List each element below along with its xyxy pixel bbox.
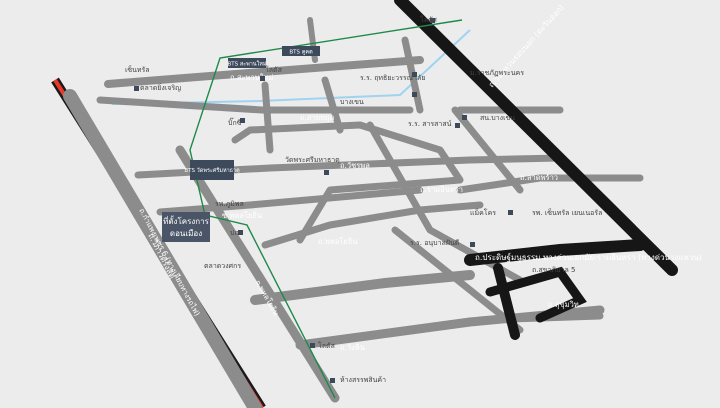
poi-university: ม.ราชภัฏพระนคร xyxy=(470,69,524,77)
highway-interchange xyxy=(485,266,587,323)
label-sukhaphiban: ถ.สุขาภิบาล 5 xyxy=(532,266,575,274)
road-sukhaphiban xyxy=(391,226,524,334)
bts-station-box-2 xyxy=(228,58,266,68)
bts-station-box-3 xyxy=(190,160,234,180)
poi-hospital: รพ.ภูมิพล xyxy=(215,200,244,208)
poi-makro: แม็คโคร xyxy=(470,208,496,217)
label-lat-phrao: ถ.ลาดพร้าว xyxy=(520,173,558,182)
poi-lotus: โลตัส xyxy=(265,65,283,74)
poi-big-c: บิ๊กซี xyxy=(228,117,242,127)
poi-school1: ร.ร. ฤทธิยะวรรณาลัย xyxy=(360,74,425,82)
project-marker xyxy=(162,212,210,242)
bts-station-label-1: BTS คูคต xyxy=(289,50,313,56)
bts-station-label-3: BTS วัดพระศรีมหาธาตุ xyxy=(184,167,240,174)
road-vertical2 xyxy=(321,76,344,134)
road-vibhavadi xyxy=(63,89,262,408)
poi-mall: ห้างสรรพสินค้า xyxy=(340,376,386,384)
road-middle xyxy=(156,186,424,216)
label-saphan-mai: ถ.สะพานใหม่ xyxy=(230,73,273,82)
label-wang-hin: ถ.วังหิน xyxy=(340,343,365,352)
road-phaholyothin xyxy=(175,145,340,403)
poi-school3: ร.ร. อนุบาลฝันดี xyxy=(410,239,459,247)
highway-kaset-nawamin xyxy=(464,239,646,266)
label-phaholyothin-ring: ถ.พหลโยธิน xyxy=(318,237,358,246)
label-charan: ซ.พหลโยธิน xyxy=(222,211,262,220)
highway-outer-ring xyxy=(394,0,678,276)
project-label: ที่ตั้งโครงการ xyxy=(163,215,210,226)
road-phaholyothin-ring xyxy=(261,201,484,249)
label-ramintra: ถ.รามอินทรา xyxy=(420,185,463,194)
poi-market2: ตลาดวงศกร xyxy=(204,262,241,270)
road-inner-loop xyxy=(231,121,464,244)
label-kaset-nawamin: ถ.ประดิษฐ์มนูธรรม ทางด่วนเอกมัย-รามอินทร… xyxy=(475,252,702,263)
poi-markers xyxy=(134,18,513,383)
bts-station-box-1 xyxy=(282,46,320,56)
road-sai-yut xyxy=(96,96,414,114)
label-sukhumvit: ถ.สุขุมวิท xyxy=(548,300,579,309)
poi-market: ตลาดยิ่งเจริญ xyxy=(140,83,181,92)
road-kaset xyxy=(456,174,644,194)
poi-post: ปณ. xyxy=(230,229,243,237)
poi-police: สน.บางเขน xyxy=(480,114,515,122)
poi-hospital2: รพ. เซ็นทรัล เยนเนอรัล xyxy=(532,208,602,217)
project-sub-label: ดอนเมือง xyxy=(170,229,202,238)
poi-lotus2: โลตัส xyxy=(420,15,438,24)
poi-bangkhen: บางเขน xyxy=(340,98,364,106)
label-sai-yut: ถ.สายหยุด xyxy=(300,113,334,122)
poi-temple: วัดพระศรีมหาธาตุ xyxy=(285,156,340,164)
bts-station-label-2: BTS สะพานใหม่ xyxy=(227,61,266,68)
bts-green-line xyxy=(189,19,463,399)
poi-central: เซ็นทรัล xyxy=(125,65,150,74)
road-saphan-mai xyxy=(104,56,424,88)
label-watcharaphon: ถ.วัชรพล xyxy=(340,161,370,170)
road-vertical1 xyxy=(261,81,274,154)
poi-school2: ร.ร. สารสาสน์ xyxy=(408,120,452,128)
poi-lotus3: โลตัส xyxy=(318,341,336,350)
highway-kaset-bottom xyxy=(493,263,520,340)
road-vertical4 xyxy=(451,106,524,194)
road-ramintra xyxy=(250,270,475,305)
